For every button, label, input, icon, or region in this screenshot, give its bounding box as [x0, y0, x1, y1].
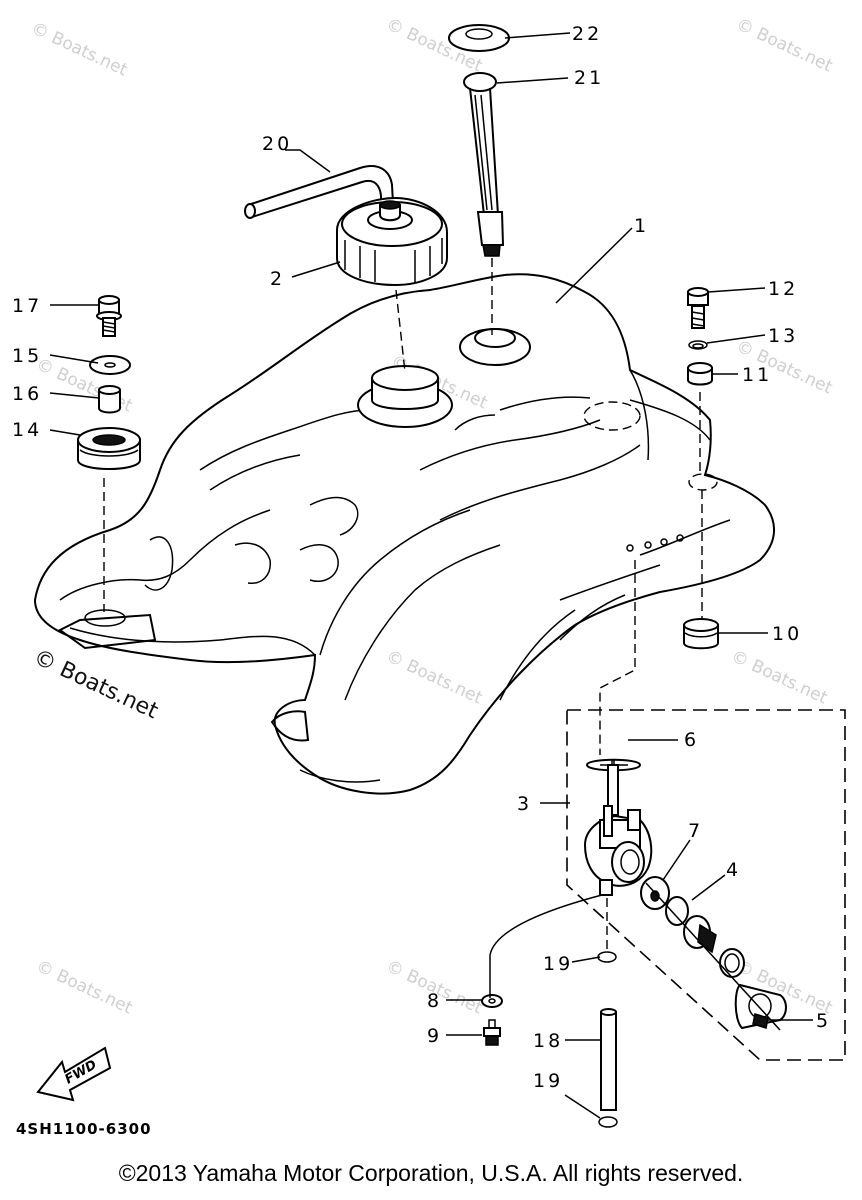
callout-10: 10 — [772, 623, 802, 645]
callout-4: 4 — [726, 859, 741, 881]
callout-20: 20 — [262, 133, 292, 155]
callout-8: 8 — [427, 990, 442, 1012]
watermark: © Boats.net — [728, 646, 831, 708]
callout-15: 15 — [12, 345, 42, 367]
callout-12: 12 — [768, 278, 798, 300]
callout-21: 21 — [574, 67, 604, 89]
watermark: © Boats.net — [383, 646, 486, 708]
callout-18: 18 — [533, 1030, 563, 1052]
part-13-lock-washer — [688, 340, 708, 350]
callout-13: 13 — [768, 325, 798, 347]
callout-19-top: 19 — [543, 953, 573, 975]
watermark-prominent: © Boats.net — [29, 645, 162, 725]
part-22-grommet — [448, 24, 510, 52]
callout-11: 11 — [742, 364, 772, 386]
part-2-fuel-cap — [336, 196, 448, 373]
watermark: © Boats.net — [28, 18, 131, 80]
callout-2: 2 — [270, 268, 285, 290]
diagram-code: 4SH1100-6300 — [16, 1120, 152, 1138]
fuel-tank — [33, 273, 776, 795]
callout-7: 7 — [688, 820, 703, 842]
part-20-breather-hose — [244, 165, 394, 219]
watermark-layer: © Boats.net © Boats.net © Boats.net © Bo… — [28, 14, 836, 1018]
leader-lines — [49, 32, 813, 1119]
part-15-washer — [89, 355, 131, 375]
callout-19-bottom: 19 — [533, 1070, 563, 1092]
part-14-damper — [77, 427, 141, 612]
callout-1: 1 — [634, 215, 649, 237]
callout-17: 17 — [12, 295, 42, 317]
watermark: © Boats.net — [33, 956, 136, 1018]
copyright-notice: ©2013 Yamaha Motor Corporation, U.S.A. A… — [118, 1160, 744, 1186]
callout-16: 16 — [12, 383, 42, 405]
callout-9: 9 — [427, 1025, 442, 1047]
part-16-collar — [98, 385, 121, 414]
fwd-arrow-icon: FWD — [36, 1046, 112, 1102]
callout-14: 14 — [12, 419, 42, 441]
callouts: 22 21 20 2 1 17 15 16 14 12 13 11 10 6 3… — [12, 23, 831, 1092]
part-12-bolt — [687, 287, 709, 329]
callout-6: 6 — [684, 729, 699, 751]
watermark: © Boats.net — [733, 14, 836, 76]
part-10-damper — [683, 490, 719, 650]
callout-3: 3 — [517, 793, 532, 815]
callout-22: 22 — [572, 23, 602, 45]
fuel-cock-assembly — [481, 560, 846, 1128]
part-21-fuel-sender — [463, 72, 505, 335]
part-17-bolt — [96, 295, 122, 337]
part-11-collar — [687, 362, 713, 475]
callout-5: 5 — [816, 1010, 831, 1032]
